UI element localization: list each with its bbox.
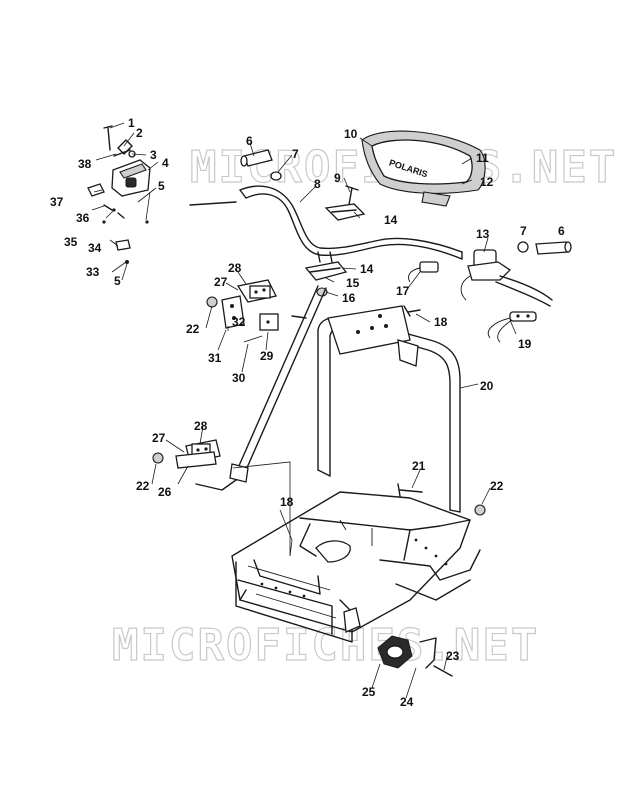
- callout-23: 23: [446, 649, 460, 663]
- left-grip: [240, 149, 282, 181]
- callout-6b: 6: [558, 224, 565, 238]
- callout-3: 3: [150, 148, 157, 162]
- callout-18b: 18: [280, 495, 294, 509]
- callout-15: 15: [346, 276, 360, 290]
- callout-10: 10: [344, 127, 358, 141]
- callout-labels: 1 2 3 4 5 5 6 6 7 7 8 9 10 11 12 13 14 1…: [50, 116, 565, 709]
- callout-30: 30: [232, 371, 246, 385]
- steering-hoop: [317, 305, 461, 513]
- throttle-control-assembly: [87, 125, 151, 264]
- callout-24: 24: [400, 695, 414, 709]
- upper-steering-bracket: [206, 279, 279, 343]
- brake-master-cylinder: [460, 249, 553, 307]
- callout-2: 2: [136, 126, 143, 140]
- bolt-21: [397, 483, 423, 497]
- kill-switch: [408, 261, 439, 283]
- callout-7a: 7: [292, 147, 299, 161]
- callout-6a: 6: [246, 134, 253, 148]
- callout-5a: 5: [158, 179, 165, 193]
- callout-37: 37: [50, 195, 64, 209]
- handlebar: [189, 185, 463, 260]
- callout-36: 36: [76, 211, 90, 225]
- callout-11: 11: [476, 151, 489, 165]
- callout-21: 21: [412, 459, 426, 473]
- callout-26: 26: [158, 485, 172, 499]
- callout-14b: 14: [360, 262, 374, 276]
- chassis-frame: [231, 491, 481, 643]
- callout-4: 4: [162, 156, 169, 170]
- callout-35: 35: [64, 235, 78, 249]
- callout-9: 9: [334, 171, 341, 185]
- callout-22a: 22: [186, 322, 200, 336]
- callout-7b: 7: [520, 224, 527, 238]
- callout-32: 32: [232, 315, 246, 329]
- callout-17: 17: [396, 284, 410, 298]
- switch-harness: [487, 311, 537, 343]
- callout-20: 20: [480, 379, 494, 393]
- callout-22b: 22: [136, 479, 150, 493]
- callout-33: 33: [86, 265, 100, 279]
- callout-8: 8: [314, 177, 321, 191]
- callout-25: 25: [362, 685, 376, 699]
- callout-13: 13: [476, 227, 490, 241]
- callout-29: 29: [260, 349, 274, 363]
- clamp-upper: [324, 203, 366, 221]
- handlebar-pad: POLARIS: [361, 130, 486, 207]
- callout-16: 16: [342, 291, 356, 305]
- callout-19: 19: [518, 337, 532, 351]
- callout-34: 34: [88, 241, 102, 255]
- callout-27b: 27: [152, 431, 166, 445]
- callout-5b: 5: [114, 274, 121, 288]
- callout-31: 31: [208, 351, 222, 365]
- lower-steering-bracket: [152, 439, 221, 469]
- callout-28a: 28: [228, 261, 242, 275]
- grommet-assembly: [377, 635, 453, 677]
- callout-38: 38: [78, 157, 92, 171]
- bolt-18-top: [403, 305, 421, 317]
- watermark-bottom: MICROFICHES.NET: [112, 620, 539, 671]
- leader-lines: [91, 122, 517, 699]
- right-grip: [517, 241, 572, 255]
- callout-12: 12: [480, 175, 494, 189]
- callout-27a: 27: [214, 275, 228, 289]
- nut-22-right: [474, 504, 486, 516]
- callout-1: 1: [128, 116, 135, 130]
- callout-18a: 18: [434, 315, 448, 329]
- callout-14a: 14: [384, 213, 398, 227]
- callout-22c: 22: [490, 479, 504, 493]
- callout-28b: 28: [194, 419, 208, 433]
